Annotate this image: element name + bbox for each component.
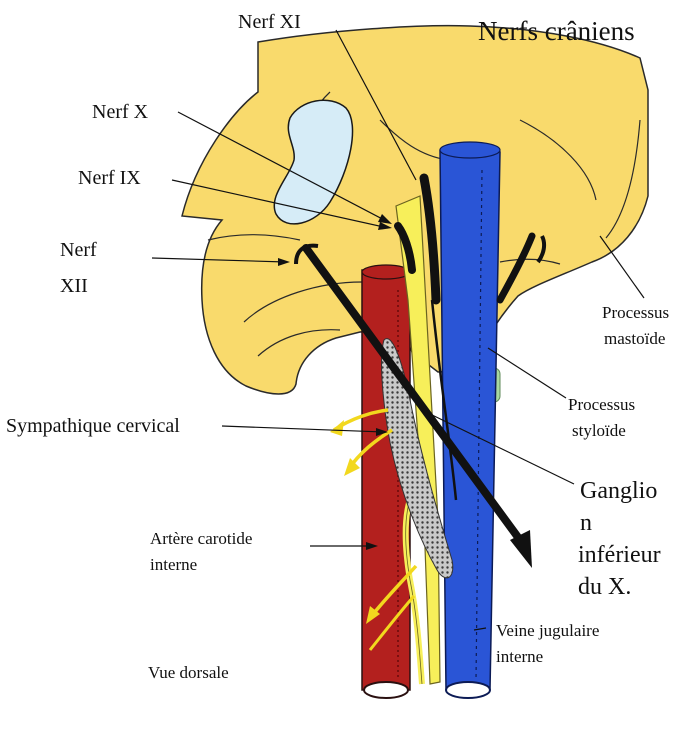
label-sympathique-cervical: Sympathique cervical xyxy=(6,415,180,437)
vein-top-opening xyxy=(439,141,501,159)
label-nerf-x: Nerf X xyxy=(92,101,149,123)
label-processus-styloide-line1: Processus xyxy=(568,395,635,414)
sympathetic-arrowhead xyxy=(330,420,344,436)
artery-bottom-opening xyxy=(363,681,409,699)
skull-detail-line xyxy=(519,119,597,201)
label-artere-carotide-line2: interne xyxy=(150,555,197,574)
nerve-right-black-small xyxy=(536,235,547,264)
label-processus-mastoide-line2: mastoïde xyxy=(604,329,665,348)
vein-bottom-opening xyxy=(445,681,491,699)
label-processus-styloide-line2: styloïde xyxy=(572,421,626,440)
label-nerf-xii-line1: Nerf xyxy=(60,239,97,261)
nerve-xii-hook xyxy=(294,243,319,265)
nerve-xii-arrowhead xyxy=(510,530,532,568)
nerve-xi-black xyxy=(419,173,441,305)
sympathetic-arrowhead xyxy=(366,606,380,624)
diagram-title: Nerfs crâniens xyxy=(478,16,635,46)
nerve-x-black xyxy=(394,222,416,274)
label-vue-dorsale: Vue dorsale xyxy=(148,663,229,682)
skull-detail-line xyxy=(207,234,301,241)
label-nerf-ix: Nerf IX xyxy=(78,167,141,189)
sympathetic-arrowhead xyxy=(344,458,360,476)
vein-shade xyxy=(475,169,483,681)
label-ganglion-line2: n xyxy=(580,510,592,536)
artery-top-opening xyxy=(361,264,411,280)
skull-detail-line xyxy=(605,119,641,239)
label-processus-mastoide-line1: Processus xyxy=(602,303,669,322)
nerve-right-black xyxy=(496,232,536,304)
skull-detail-line xyxy=(257,329,341,357)
nerve-xii-black xyxy=(302,244,524,544)
yellow-nerve-trunk xyxy=(395,195,441,685)
inferior-ganglion xyxy=(381,338,454,579)
label-ganglion-line4: du X. xyxy=(578,574,631,600)
label-ganglion-line3: inférieur xyxy=(578,542,661,568)
label-artere-carotide-line1: Artère carotide xyxy=(150,529,252,548)
skull-detail-line xyxy=(243,281,363,323)
label-nerf-xi: Nerf XI xyxy=(238,11,301,33)
label-ganglion-line1: Ganglio xyxy=(580,478,657,504)
skull-detail-line xyxy=(499,258,561,265)
sympathetic-branch xyxy=(368,595,416,651)
internal-jugular-vein xyxy=(439,142,501,691)
label-veine-jugulaire-line2: interne xyxy=(496,647,543,666)
leader-lines xyxy=(151,29,645,631)
label-nerf-xii-line2: XII xyxy=(60,275,88,297)
leader-arrowheads xyxy=(278,214,392,550)
label-veine-jugulaire-line1: Veine jugulaire xyxy=(496,621,599,640)
nerve-black-thin xyxy=(430,299,458,501)
